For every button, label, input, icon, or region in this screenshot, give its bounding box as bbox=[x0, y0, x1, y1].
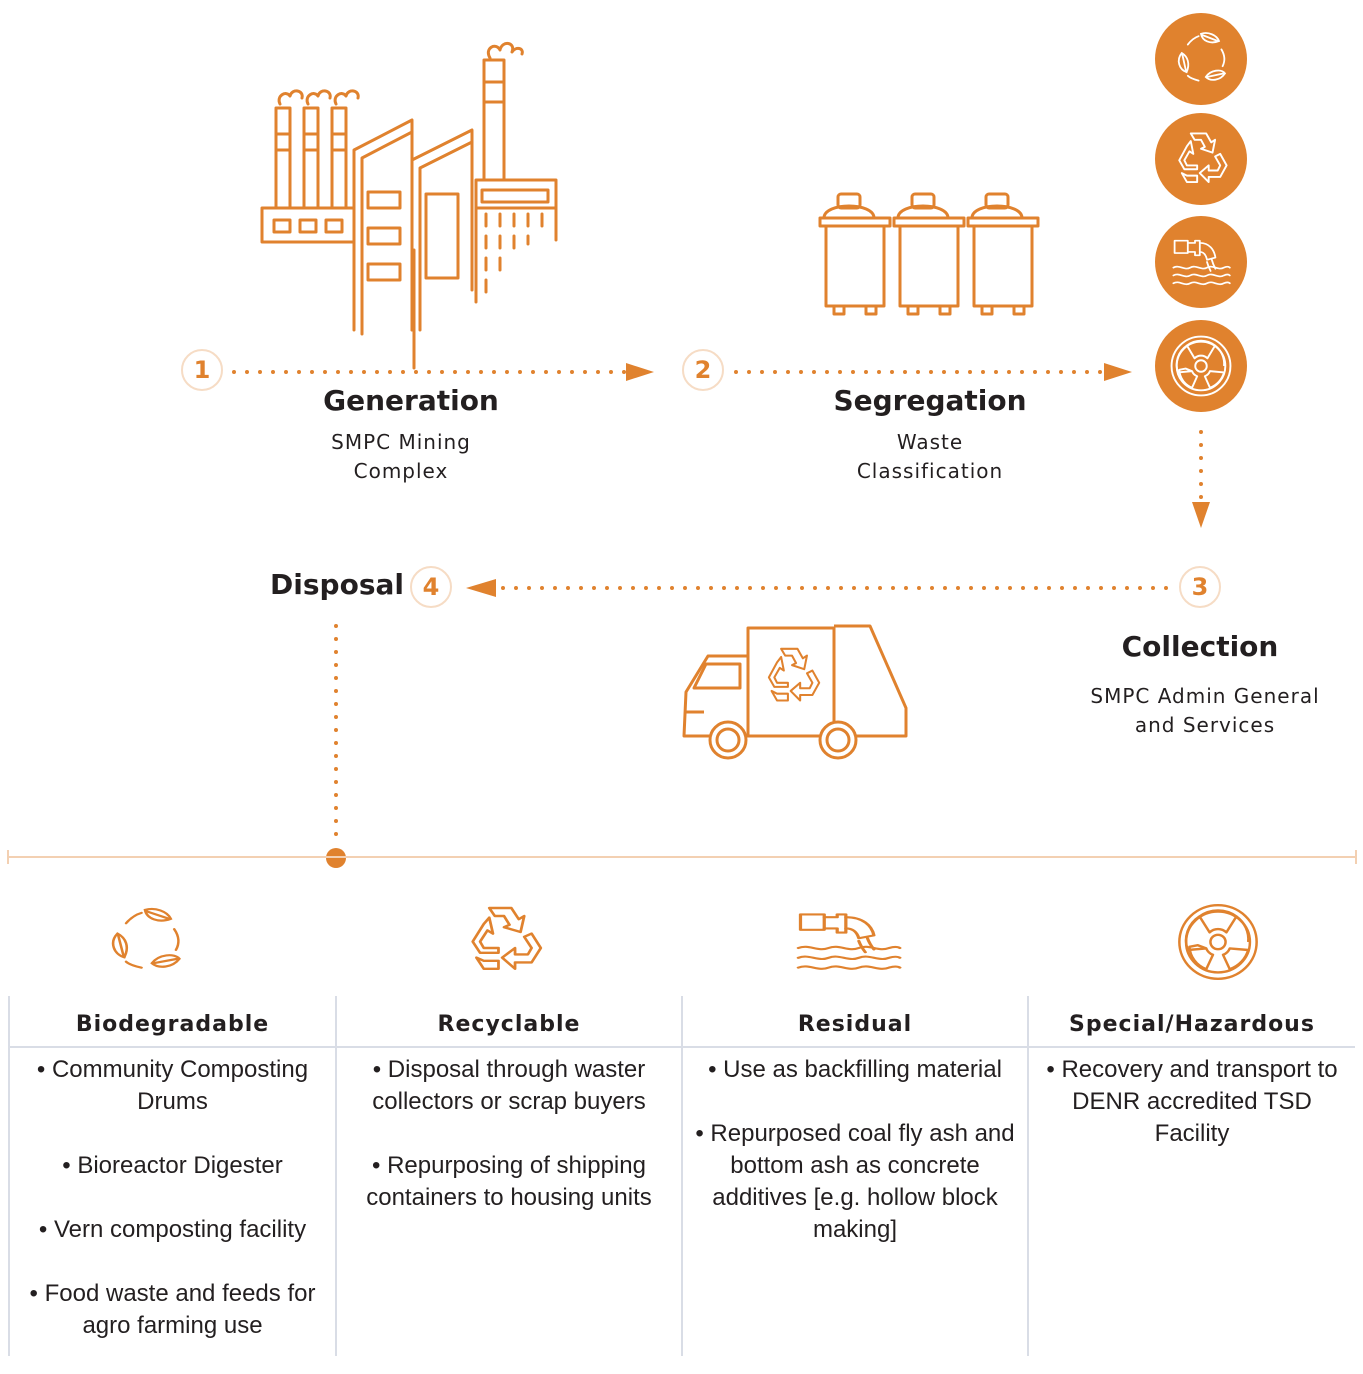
column-divider bbox=[8, 996, 10, 1356]
list-item: • Repurposed coal fly ash and bottom ash… bbox=[695, 1120, 1015, 1243]
discharge-pipe-icon bbox=[1171, 234, 1231, 290]
list-item: • Recovery and transport to DENR accredi… bbox=[1046, 1056, 1338, 1147]
category-title: Biodegradable bbox=[75, 1012, 270, 1037]
recycle-icon bbox=[458, 900, 550, 980]
waste-bins-icon bbox=[818, 192, 1040, 316]
category-rule bbox=[683, 1046, 1027, 1048]
timeline-cap-right bbox=[1355, 850, 1357, 864]
badge-hazardous bbox=[1155, 320, 1247, 412]
step-number-2: 2 bbox=[682, 349, 724, 391]
category-recyclable: Recyclable • Disposal through waster col… bbox=[337, 996, 681, 1356]
step-number-4: 4 bbox=[410, 566, 452, 608]
list-item: • Disposal through waster collectors or … bbox=[372, 1056, 646, 1115]
factory-icon bbox=[260, 42, 558, 370]
column-divider bbox=[1027, 996, 1029, 1356]
garbage-truck-icon bbox=[682, 624, 908, 760]
step-number-3: 3 bbox=[1179, 566, 1221, 608]
radiation-icon bbox=[1176, 902, 1260, 982]
stage-title-generation: Generation bbox=[323, 384, 499, 417]
stage-title-segregation: Segregation bbox=[833, 384, 1027, 417]
category-residual: Residual • Use as backfilling material •… bbox=[683, 996, 1027, 1356]
flow-arrow-2-to-3 bbox=[734, 363, 1132, 381]
list-item: • Community Composting Drums bbox=[36, 1056, 309, 1115]
flow-arrow-1-to-2 bbox=[232, 363, 654, 381]
timeline-cap-left bbox=[7, 850, 9, 864]
stage-title-collection: Collection bbox=[1121, 630, 1279, 663]
step-number-1: 1 bbox=[181, 349, 223, 391]
list-item: • Use as backfilling material bbox=[708, 1056, 1002, 1083]
recycle-icon bbox=[1169, 127, 1233, 191]
badge-residual bbox=[1155, 216, 1247, 308]
leaves-cycle-icon bbox=[102, 904, 188, 978]
category-rule bbox=[337, 1046, 681, 1048]
category-title: Recyclable bbox=[437, 1012, 581, 1037]
category-rule bbox=[10, 1046, 335, 1048]
list-item: • Food waste and feeds for agro farming … bbox=[29, 1280, 316, 1339]
flow-arrow-down-to-3 bbox=[1192, 430, 1210, 528]
category-special-hazardous: Special/Hazardous • Recovery and transpo… bbox=[1029, 996, 1355, 1356]
discharge-pipe-icon bbox=[794, 906, 902, 976]
flow-line-disposal-to-categories bbox=[326, 624, 346, 868]
column-divider bbox=[681, 996, 683, 1356]
category-items: • Use as backfilling material • Repurpos… bbox=[693, 1054, 1017, 1278]
category-title: Residual bbox=[797, 1012, 913, 1037]
list-item: • Repurposing of shipping containers to … bbox=[366, 1152, 652, 1211]
timeline-rule bbox=[8, 856, 1356, 858]
category-items: • Disposal through waster collectors or … bbox=[347, 1054, 671, 1246]
radiation-icon bbox=[1169, 334, 1233, 398]
flow-arrow-3-to-4 bbox=[466, 579, 1168, 597]
badge-recyclable bbox=[1155, 113, 1247, 205]
list-item: • Vern composting facility bbox=[38, 1216, 307, 1243]
list-item: • Bioreactor Digester bbox=[62, 1152, 283, 1179]
badge-biodegradable bbox=[1155, 13, 1247, 105]
category-title: Special/Hazardous bbox=[1069, 1012, 1315, 1037]
category-items: • Community Composting Drums • Bioreacto… bbox=[20, 1054, 325, 1374]
category-biodegradable: Biodegradable • Community Composting Dru… bbox=[10, 996, 335, 1356]
category-rule bbox=[1029, 1046, 1355, 1048]
stage-title-disposal: Disposal bbox=[270, 568, 404, 601]
column-divider bbox=[335, 996, 337, 1356]
category-items: • Recovery and transport to DENR accredi… bbox=[1039, 1054, 1345, 1182]
leaves-cycle-icon bbox=[1171, 29, 1231, 89]
